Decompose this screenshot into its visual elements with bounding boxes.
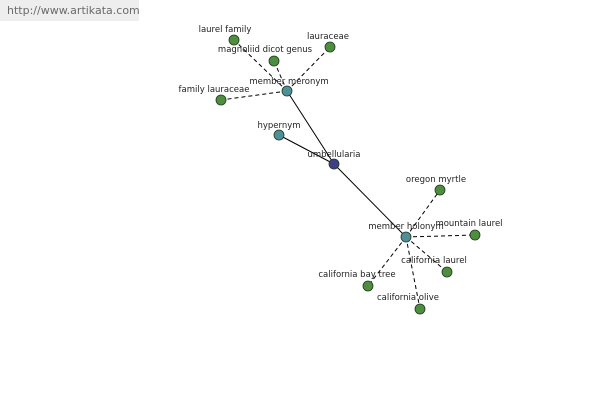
leaf-label-magnoliid-dicot-genus[interactable]: magnoliid dicot genus [218, 45, 313, 55]
leaf-label-california-laurel[interactable]: california laurel [401, 256, 467, 266]
labels-layer: laurel family magnoliid dicot genus laurac… [179, 25, 503, 303]
edges-layer [220, 39, 476, 310]
nodes-layer [215, 34, 481, 315]
leaf-node-magnoliid-dicot-genus[interactable] [268, 55, 280, 67]
leaf-node-lauraceae[interactable] [324, 41, 336, 53]
leaf-label-lauraceae[interactable]: lauraceae [307, 32, 349, 42]
leaf-node-laurel-family[interactable] [228, 34, 240, 46]
site-banner: http://www.artikata.com [0, 0, 140, 21]
center-node-umbellularia[interactable] [328, 158, 340, 170]
edge-member-meronym-to-laurel-family [233, 39, 288, 92]
edge-member-holonym-to-california-olive [405, 236, 421, 310]
leaf-node-california-bay-tree[interactable] [362, 280, 374, 292]
leaf-label-laurel-family[interactable]: laurel family [199, 25, 252, 35]
leaf-node-family-lauraceae[interactable] [215, 94, 227, 106]
relation-node-hypernym[interactable] [273, 129, 285, 141]
relation-node-member-meronym[interactable] [281, 85, 293, 97]
edge-umbellularia-to-member-holonym [333, 163, 407, 238]
relation-node-member-holonym[interactable] [400, 231, 412, 243]
edge-umbellularia-to-member-meronym [286, 90, 335, 165]
edge-member-holonym-to-california-bay-tree [367, 236, 407, 287]
relation-label-hypernym[interactable]: hypernym [257, 121, 300, 131]
edge-umbellularia-to-hypernym [278, 134, 335, 165]
leaf-node-california-laurel[interactable] [441, 266, 453, 278]
leaf-label-california-olive[interactable]: california olive [377, 293, 439, 303]
edge-member-meronym-to-lauraceae [286, 46, 331, 92]
leaf-node-oregon-myrtle[interactable] [434, 184, 446, 196]
edge-member-meronym-to-magnoliid-dicot-genus [273, 60, 288, 92]
leaf-label-mountain-laurel[interactable]: mountain laurel [435, 219, 502, 229]
edge-member-holonym-to-mountain-laurel [405, 234, 476, 238]
leaf-node-mountain-laurel[interactable] [469, 229, 481, 241]
leaf-label-california-bay-tree[interactable]: california bay tree [318, 270, 395, 280]
relation-label-member-meronym[interactable]: member meronym [249, 77, 328, 87]
edge-member-holonym-to-california-laurel [405, 236, 448, 273]
site-url-link[interactable]: http://www.artikata.com [7, 4, 140, 17]
leaf-label-family-lauraceae[interactable]: family lauraceae [179, 85, 250, 95]
leaf-node-california-olive[interactable] [414, 303, 426, 315]
edge-member-holonym-to-oregon-myrtle [405, 189, 441, 238]
center-label-umbellularia[interactable]: umbellularia [307, 150, 360, 160]
leaf-label-oregon-myrtle[interactable]: oregon myrtle [406, 175, 466, 185]
relation-label-member-holonym[interactable]: member holonym [368, 222, 443, 232]
